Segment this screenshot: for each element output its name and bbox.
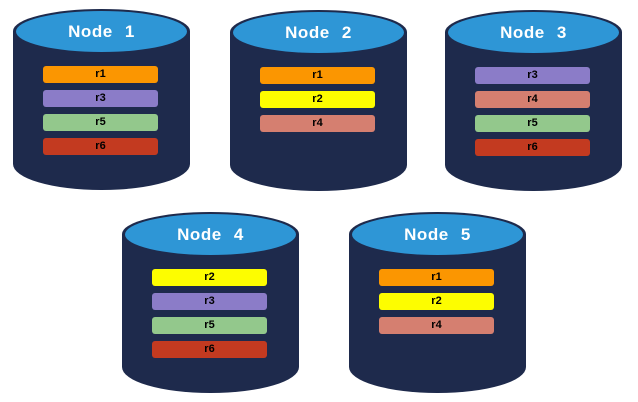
replica-bar: r4 <box>379 317 494 334</box>
replica-label: r5 <box>204 319 215 331</box>
cylinder-body <box>230 32 407 191</box>
replica-bar: r3 <box>152 293 267 310</box>
db-node: Node 5 r1 r2 r4 <box>349 212 526 393</box>
replica-bar: r2 <box>260 91 375 108</box>
replica-label: r5 <box>95 116 106 128</box>
replica-label: r1 <box>431 271 442 283</box>
replica-bar: r6 <box>43 138 158 155</box>
replica-label: r3 <box>527 69 538 81</box>
replica-bars: r1 r3 r5 r6 <box>43 66 158 155</box>
replica-bar: r1 <box>379 269 494 286</box>
replica-label: r5 <box>527 117 538 129</box>
cylinder-top: Node 5 <box>352 214 523 255</box>
db-node: Node 4 r2 r3 r5 r6 <box>122 212 299 393</box>
replica-bar: r2 <box>379 293 494 310</box>
replica-label: r4 <box>312 117 323 129</box>
replica-label: r3 <box>95 92 106 104</box>
replica-label: r4 <box>527 93 538 105</box>
db-node: Node 2 r1 r2 r4 <box>230 10 407 191</box>
replica-label: r6 <box>204 343 215 355</box>
db-node: Node 1 r1 r3 r5 r6 <box>13 9 190 190</box>
replica-bar: r6 <box>475 139 590 156</box>
replica-bar: r5 <box>475 115 590 132</box>
db-node: Node 3 r3 r4 r5 r6 <box>445 10 622 191</box>
node-title: Node 2 <box>285 22 352 42</box>
node-title: Node 3 <box>500 22 567 42</box>
replica-bar: r1 <box>260 67 375 84</box>
replica-label: r2 <box>204 271 215 283</box>
replica-bar: r4 <box>475 91 590 108</box>
cylinder-body <box>349 234 526 393</box>
replica-bars: r1 r2 r4 <box>379 269 494 334</box>
replica-label: r1 <box>95 68 106 80</box>
replica-label: r2 <box>431 295 442 307</box>
replica-bars: r1 r2 r4 <box>260 67 375 132</box>
replica-label: r4 <box>431 319 442 331</box>
cylinder-top: Node 2 <box>233 12 404 53</box>
cylinder-top: Node 1 <box>16 11 187 52</box>
replica-bar: r3 <box>43 90 158 107</box>
node-title: Node 5 <box>404 224 471 244</box>
cylinder-top: Node 4 <box>125 214 296 255</box>
replica-bar: r2 <box>152 269 267 286</box>
node-title: Node 4 <box>177 224 244 244</box>
replica-bars: r3 r4 r5 r6 <box>475 67 590 156</box>
cylinder-body <box>122 234 299 393</box>
replica-bar: r5 <box>43 114 158 131</box>
replica-label: r3 <box>204 295 215 307</box>
cylinder-top: Node 3 <box>448 12 619 53</box>
replica-label: r6 <box>527 141 538 153</box>
replica-label: r6 <box>95 140 106 152</box>
replica-label: r2 <box>312 93 323 105</box>
replica-label: r1 <box>312 69 323 81</box>
node-title: Node 1 <box>68 21 135 41</box>
cylinder-body <box>13 31 190 190</box>
cylinder-body <box>445 32 622 191</box>
replica-bar: r3 <box>475 67 590 84</box>
replica-bar: r4 <box>260 115 375 132</box>
replica-bars: r2 r3 r5 r6 <box>152 269 267 358</box>
replica-bar: r5 <box>152 317 267 334</box>
replica-bar: r1 <box>43 66 158 83</box>
replica-bar: r6 <box>152 341 267 358</box>
